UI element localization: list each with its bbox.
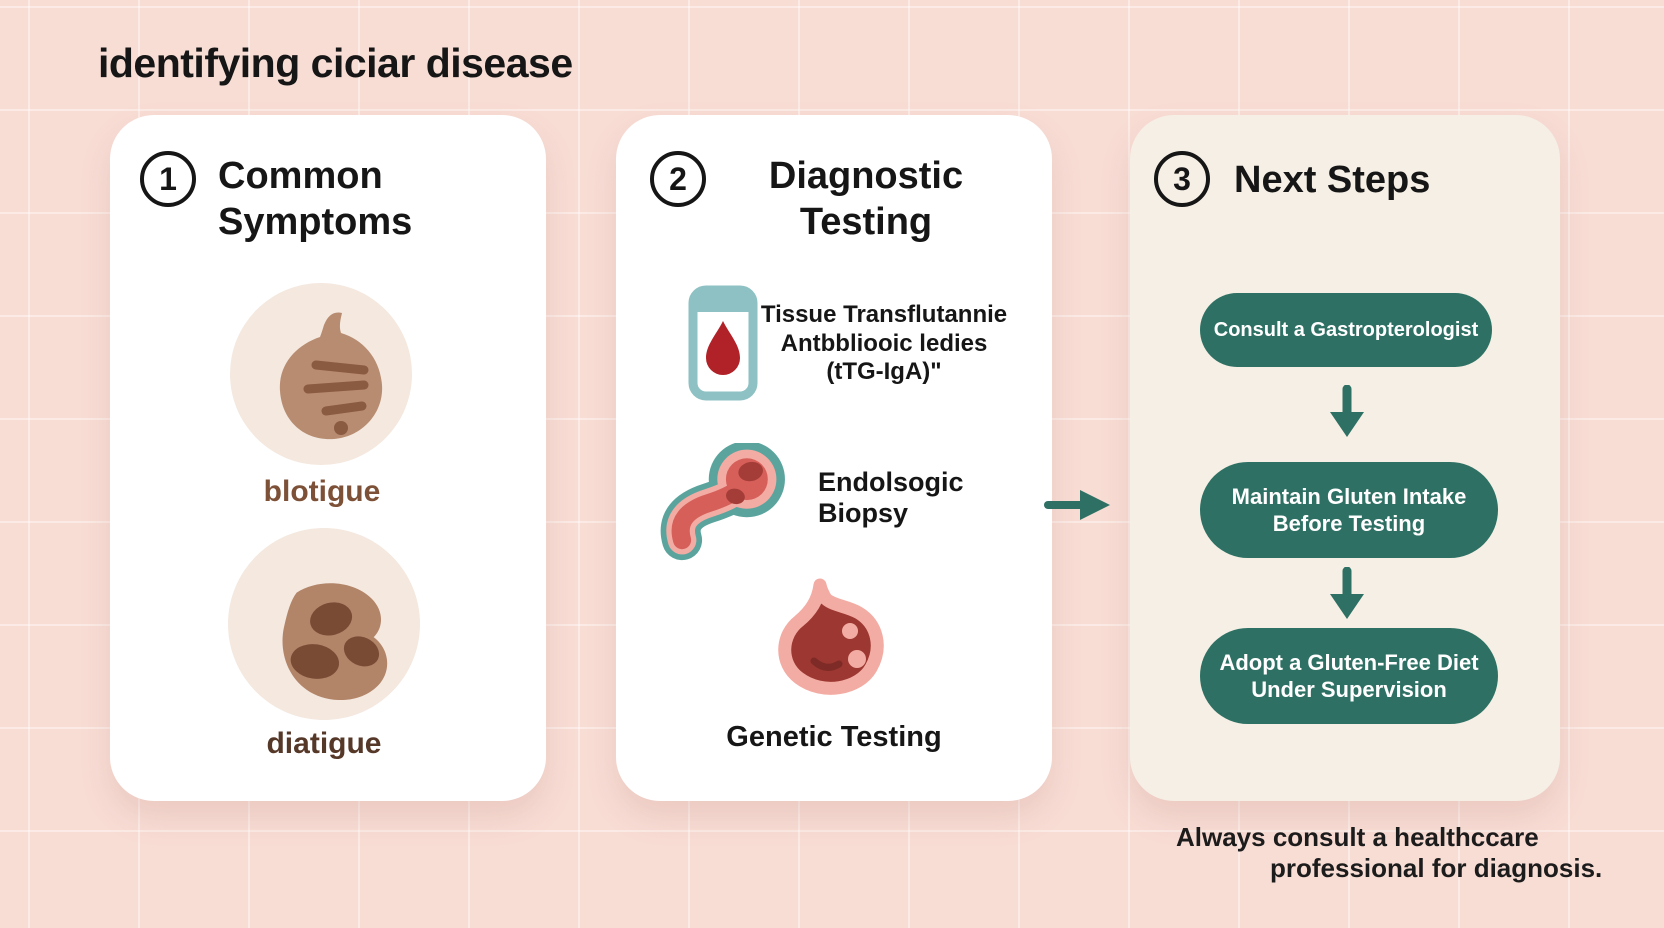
test-label-line: Genetic Testing bbox=[726, 721, 942, 753]
step-3-number-badge: 3 bbox=[1154, 151, 1210, 207]
step-1-number-badge: 1 bbox=[140, 151, 196, 207]
flow-right-arrow-icon bbox=[1044, 484, 1116, 531]
heading-line: Testing bbox=[799, 201, 933, 243]
symptom-2-icon-circle bbox=[228, 528, 420, 720]
test-label-line: Biopsy bbox=[818, 498, 909, 528]
blood-test-tube-icon bbox=[688, 285, 758, 401]
next-step-2-pill: Maintain Gluten Intake Before Testing bbox=[1200, 462, 1498, 558]
heading-line: Common bbox=[218, 155, 383, 197]
endoscopy-stomach-icon bbox=[660, 441, 785, 561]
next-step-3-pill: Adopt a Gluten-Free Diet Under Supervisi… bbox=[1200, 628, 1498, 724]
flow-down-arrow-icon bbox=[1324, 384, 1370, 448]
symptom-1-label: blotigue bbox=[263, 475, 381, 508]
symptom-2-label: diatigue bbox=[266, 727, 382, 760]
step-line: Consult a Gastropterologist bbox=[1213, 318, 1479, 341]
biopsy-label: Endolsogic Biopsy bbox=[818, 467, 964, 529]
blood-test-label: Tissue Transflutannie Antbbliooic ledies… bbox=[734, 301, 1034, 387]
test-label-line: Tissue Transflutannie bbox=[760, 301, 1008, 328]
heading-line: Symptoms bbox=[218, 201, 413, 243]
diagnostic-testing-heading: Diagnostic Testing bbox=[716, 153, 1016, 245]
next-steps-heading: Next Steps bbox=[1234, 159, 1431, 201]
endoscopy-stomach-icon-wrap bbox=[656, 441, 792, 568]
flow-down-arrow-icon bbox=[1324, 566, 1370, 630]
test-label-line: Antbbliooic ledies bbox=[780, 329, 988, 357]
heading-line: Diagnostic bbox=[768, 155, 964, 197]
disclaimer-text: professional for diagnosis. bbox=[1270, 853, 1603, 883]
test-label-line: Endolsogic bbox=[818, 467, 964, 497]
panel-common-symptoms: 1 Common Symptoms blotigue diatigue bbox=[110, 115, 546, 801]
abdominal-spots-icon bbox=[282, 583, 388, 700]
bloated-stomach-icon bbox=[279, 312, 383, 440]
page-title: identifying ciciar disease bbox=[98, 40, 573, 86]
next-step-1-pill: Consult a Gastropterologist bbox=[1200, 293, 1492, 367]
disclaimer-text: Always consult a healthccare bbox=[1176, 822, 1539, 852]
step-line: Before Testing bbox=[1272, 511, 1426, 536]
genetic-testing-label: Genetic Testing bbox=[684, 721, 984, 754]
common-symptoms-heading: Common Symptoms bbox=[218, 153, 412, 245]
step-line: Adopt a Gluten-Free Diet bbox=[1219, 650, 1479, 675]
step-line: Maintain Gluten Intake bbox=[1231, 484, 1467, 509]
panel-next-steps: 3 Next Steps Consult a Gastropterologist… bbox=[1130, 115, 1560, 801]
blood-test-tube-icon-wrap bbox=[688, 285, 758, 406]
stomach-icon bbox=[778, 578, 884, 695]
stomach-icon-wrap bbox=[758, 573, 904, 710]
step-2-number-badge: 2 bbox=[650, 151, 706, 207]
test-label-line: (tTG-IgA)" bbox=[826, 358, 942, 385]
panel-diagnostic-testing: 2 Diagnostic Testing Tissue Transflutann… bbox=[616, 115, 1052, 801]
step-line: Under Supervision bbox=[1251, 677, 1447, 702]
symptom-1-icon-circle bbox=[230, 283, 412, 465]
